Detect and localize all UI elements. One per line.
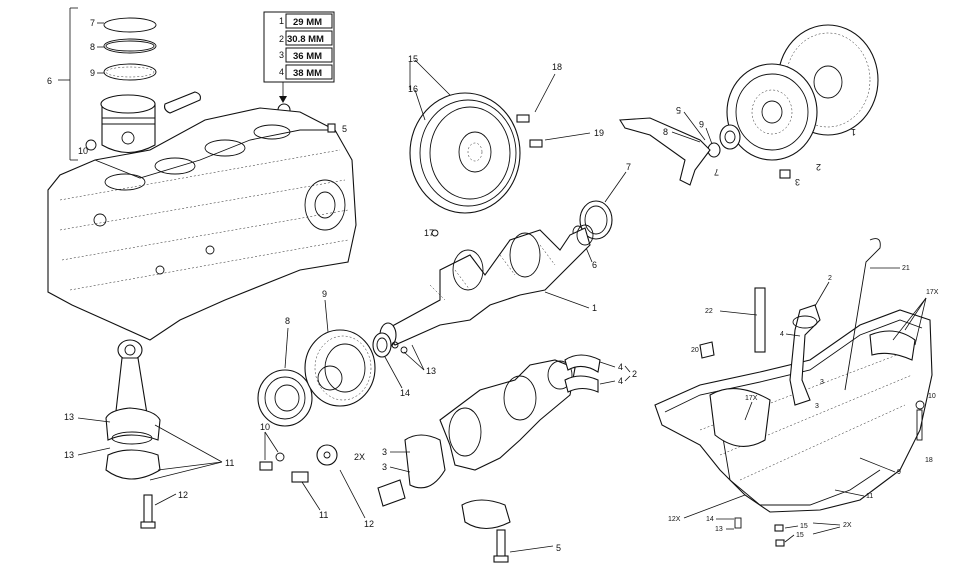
callout-label: 16: [408, 84, 418, 94]
size-row-value: 38 MM: [293, 68, 322, 79]
size-row-num: 3: [279, 50, 284, 60]
callout-label: 7: [90, 18, 95, 28]
callout-label: 9: [322, 289, 327, 299]
callout-label: 5: [676, 105, 681, 115]
callout-label: 17X: [926, 289, 939, 296]
clutch-assembly: 5 6 8 7 3 2 1: [619, 24, 879, 187]
callout-label: 4: [618, 376, 623, 386]
callout-label: 3: [820, 379, 824, 386]
callout-label: 17X: [745, 395, 758, 402]
callout-label: 19: [594, 128, 604, 138]
connecting-rod: 13 13 11 12: [64, 339, 234, 529]
callout-label: 11: [225, 458, 234, 468]
callout-label: 6: [699, 119, 704, 129]
front-pulley-group: 8 9 10 11 12 14 13: [257, 289, 436, 529]
callout-label: 2: [828, 275, 832, 282]
callout-label: 5: [556, 543, 561, 553]
callout-label: 6: [592, 260, 597, 270]
callout-label: 12: [178, 490, 188, 500]
size-row-num: 2: [279, 34, 284, 44]
callout-label: 2: [632, 369, 637, 379]
callout-label: 3: [815, 403, 819, 410]
size-table: 1 29 MM 2 30.8 MM 3 36 MM 4 38 MM: [263, 11, 335, 117]
callout-label: 9: [90, 68, 95, 78]
crankshaft-upper: 1: [379, 224, 597, 348]
callout-label: 13: [426, 366, 436, 376]
callout-label: 2X: [354, 452, 365, 462]
size-row-4: 4 38 MM: [279, 64, 333, 80]
callout-label: 4: [618, 362, 623, 372]
callout-label: 13: [64, 412, 74, 422]
callout-label: 11: [866, 493, 873, 500]
callout-label: 14: [706, 516, 714, 523]
size-row-3: 3 36 MM: [279, 47, 333, 63]
crankshaft-lower: 2X 3 3 4 4 2 5: [354, 354, 637, 563]
crank-pulley-large: 15 16 17 18 19: [408, 54, 604, 238]
callout-label: 13: [715, 526, 723, 533]
callout-label: 7: [626, 162, 631, 172]
oil-pan-assembly: 21 22 20 2 4 17X 17X 3 3 10 9 18 11 12X …: [654, 238, 939, 547]
crank-seal: 7 6: [572, 162, 631, 270]
callout-label: 10: [928, 393, 936, 400]
callout-label: 12: [364, 519, 374, 529]
callout-label: 21: [902, 265, 910, 272]
callout-label: 3: [382, 462, 387, 472]
callout-label: 8: [285, 316, 290, 326]
callout-label: 2X: [843, 522, 852, 529]
callout-label: 5: [342, 124, 347, 134]
callout-label: 22: [705, 308, 713, 315]
callout-label: 2: [816, 162, 821, 172]
size-row-1: 1 29 MM: [279, 13, 333, 29]
size-row-value: 30.8 MM: [287, 34, 324, 45]
callout-label: 10: [78, 146, 88, 156]
callout-label: 11: [319, 510, 328, 520]
callout-label: 7: [714, 167, 719, 177]
engine-block: [47, 107, 357, 341]
callout-label: 15: [796, 532, 804, 539]
callout-label: 8: [663, 127, 668, 137]
size-row-2: 2 30.8 MM: [279, 30, 333, 46]
callout-label: 18: [925, 457, 933, 464]
callout-label: 9: [897, 469, 901, 476]
callout-label: 15: [800, 523, 808, 530]
callout-label: 6: [47, 76, 52, 86]
callout-label: 1: [592, 303, 597, 313]
callout-label: 14: [400, 388, 410, 398]
callout-label: 3: [795, 177, 800, 187]
callout-label: 8: [90, 42, 95, 52]
callout-label: 15: [408, 54, 418, 64]
callout-label: 10: [260, 422, 270, 432]
callout-label: 17: [424, 228, 434, 238]
callout-label: 12X: [668, 516, 681, 523]
callout-label: 18: [552, 62, 562, 72]
size-row-value: 29 MM: [293, 17, 322, 28]
size-row-num: 4: [279, 67, 284, 77]
size-row-value: 36 MM: [293, 51, 322, 62]
piston-assembly: [58, 7, 201, 161]
block-labels: 7 8 9 6 10 5: [47, 18, 347, 156]
callout-label: 1: [851, 127, 856, 137]
callout-label: 13: [64, 450, 74, 460]
callout-label: 4: [780, 331, 784, 338]
size-row-num: 1: [279, 16, 284, 26]
callout-label: 3: [382, 447, 387, 457]
callout-label: 20: [691, 347, 699, 354]
